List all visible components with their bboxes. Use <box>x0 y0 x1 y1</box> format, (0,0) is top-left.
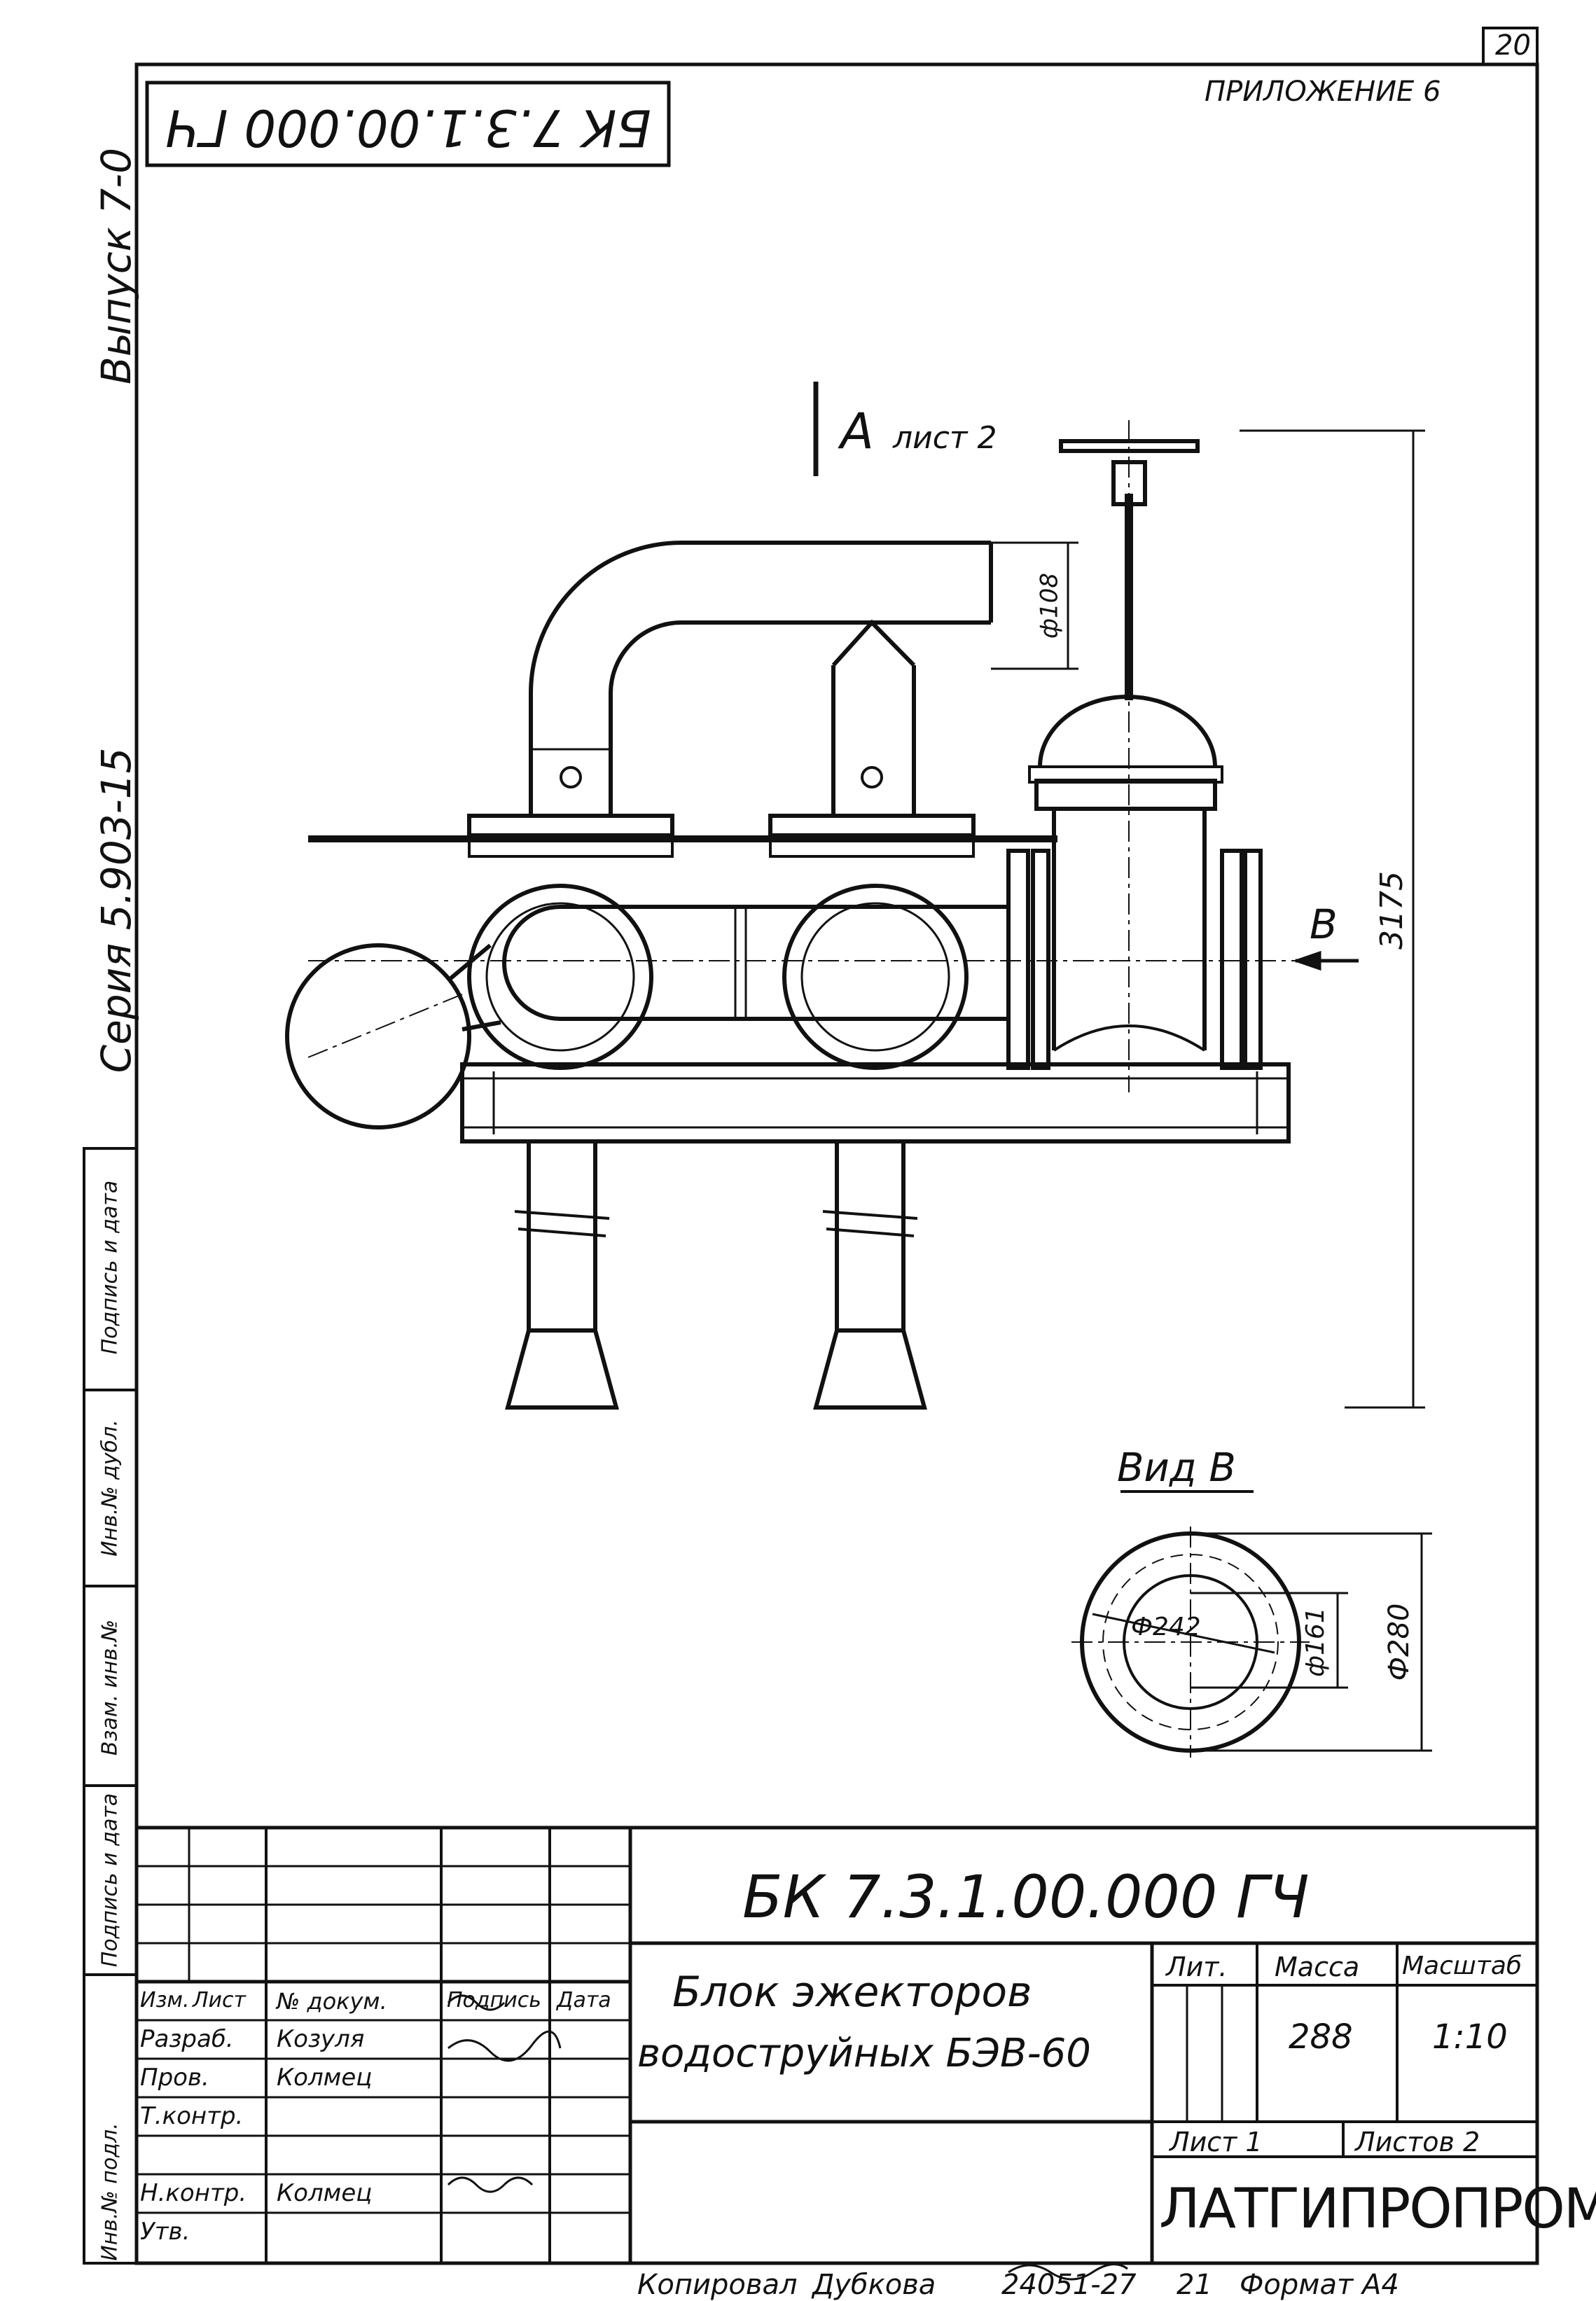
ejector-assembly <box>285 439 1291 1410</box>
footer-copied: Копировал <box>637 2269 798 2301</box>
row-role-checker: Пров. <box>140 2064 209 2092</box>
appendix-label: ПРИЛОЖЕНИЕ 6 <box>1205 76 1441 108</box>
organization-name: ЛАТГИПРОПРОМ <box>1159 2178 1596 2241</box>
view-a-letter: А <box>838 403 874 460</box>
row-role-developer: Разраб. <box>140 2025 234 2053</box>
view-b-arrow-label: В <box>1310 901 1338 948</box>
side-stamp-cell-3: Инв.№ дубл. <box>98 1419 123 1557</box>
dim-pipe-diameter: ф108 <box>1036 573 1064 639</box>
footer-sheet: 21 <box>1177 2269 1212 2301</box>
side-stamp-grid <box>83 1147 138 2265</box>
scale-label: Масштаб <box>1402 1952 1522 1980</box>
row-name-developer: Козуля <box>277 2025 365 2053</box>
side-stamp-cell-2: Взам. инв.№ <box>98 1620 123 1756</box>
side-stamp-cell-4: Подпись и дата <box>98 1181 123 1355</box>
col-header-change: Изм. <box>140 1988 190 2012</box>
title-doc-code: БК 7.3.1.00.000 ГЧ <box>742 1863 1310 1931</box>
scale-value: 1:10 <box>1432 2017 1508 2057</box>
side-stamp-cell-0: Инв.№ подл. <box>98 2122 123 2260</box>
row-role-approved: Утв. <box>140 2218 190 2246</box>
row-role-tech-control: Т.контр. <box>140 2102 244 2130</box>
rotated-doc-code: БК 7.3.1.00.000 ГЧ <box>165 98 651 157</box>
title-name-line2: водоструйных БЭВ-60 <box>637 2031 1091 2076</box>
dim-d161: ф161 <box>1301 1607 1330 1677</box>
title-name-line1: Блок эжекторов <box>672 1968 1032 2017</box>
row-name-checker: Колмец <box>277 2064 373 2092</box>
sheets-label: Листов 2 <box>1355 2127 1480 2157</box>
signatures <box>447 1994 1128 2281</box>
row-role-norm-control: Н.контр. <box>140 2179 247 2207</box>
view-b-title: Вид В <box>1117 1445 1236 1491</box>
col-header-doc-no: № докум. <box>277 1988 387 2015</box>
dim-overall-height: 3175 <box>1374 871 1410 950</box>
center-lines <box>307 420 1331 1092</box>
row-name-norm-control: Колмец <box>277 2179 373 2207</box>
mass-label: Масса <box>1275 1952 1360 1982</box>
series-label: Серия 5.903-15 <box>92 748 140 1073</box>
title-block-grid <box>134 1826 1539 2265</box>
side-stamp-cell-1: Подпись и дата <box>98 1793 123 1968</box>
dim-d242: Ф242 <box>1131 1613 1201 1641</box>
footer-format: Формат А4 <box>1240 2269 1399 2301</box>
dim-d280: Ф280 <box>1383 1604 1415 1681</box>
col-header-sheet: Лист <box>193 1988 247 2012</box>
sheet-label: Лист 1 <box>1170 2127 1263 2157</box>
issue-label: Выпуск 7-0 <box>92 148 140 384</box>
col-header-date: Дата <box>557 1988 611 2012</box>
col-header-signature: Подпись <box>447 1988 541 2012</box>
view-a-sheet: лист 2 <box>892 420 997 456</box>
view-b <box>1071 1490 1432 1758</box>
footer-order: 24051-27 <box>1001 2269 1137 2301</box>
dimension-lines <box>813 382 1425 1409</box>
lit-label: Лит. <box>1166 1952 1228 1982</box>
footer-copier: Дубкова <box>812 2269 936 2301</box>
mass-value: 288 <box>1289 2017 1353 2057</box>
sheet-number: 20 <box>1495 29 1531 62</box>
